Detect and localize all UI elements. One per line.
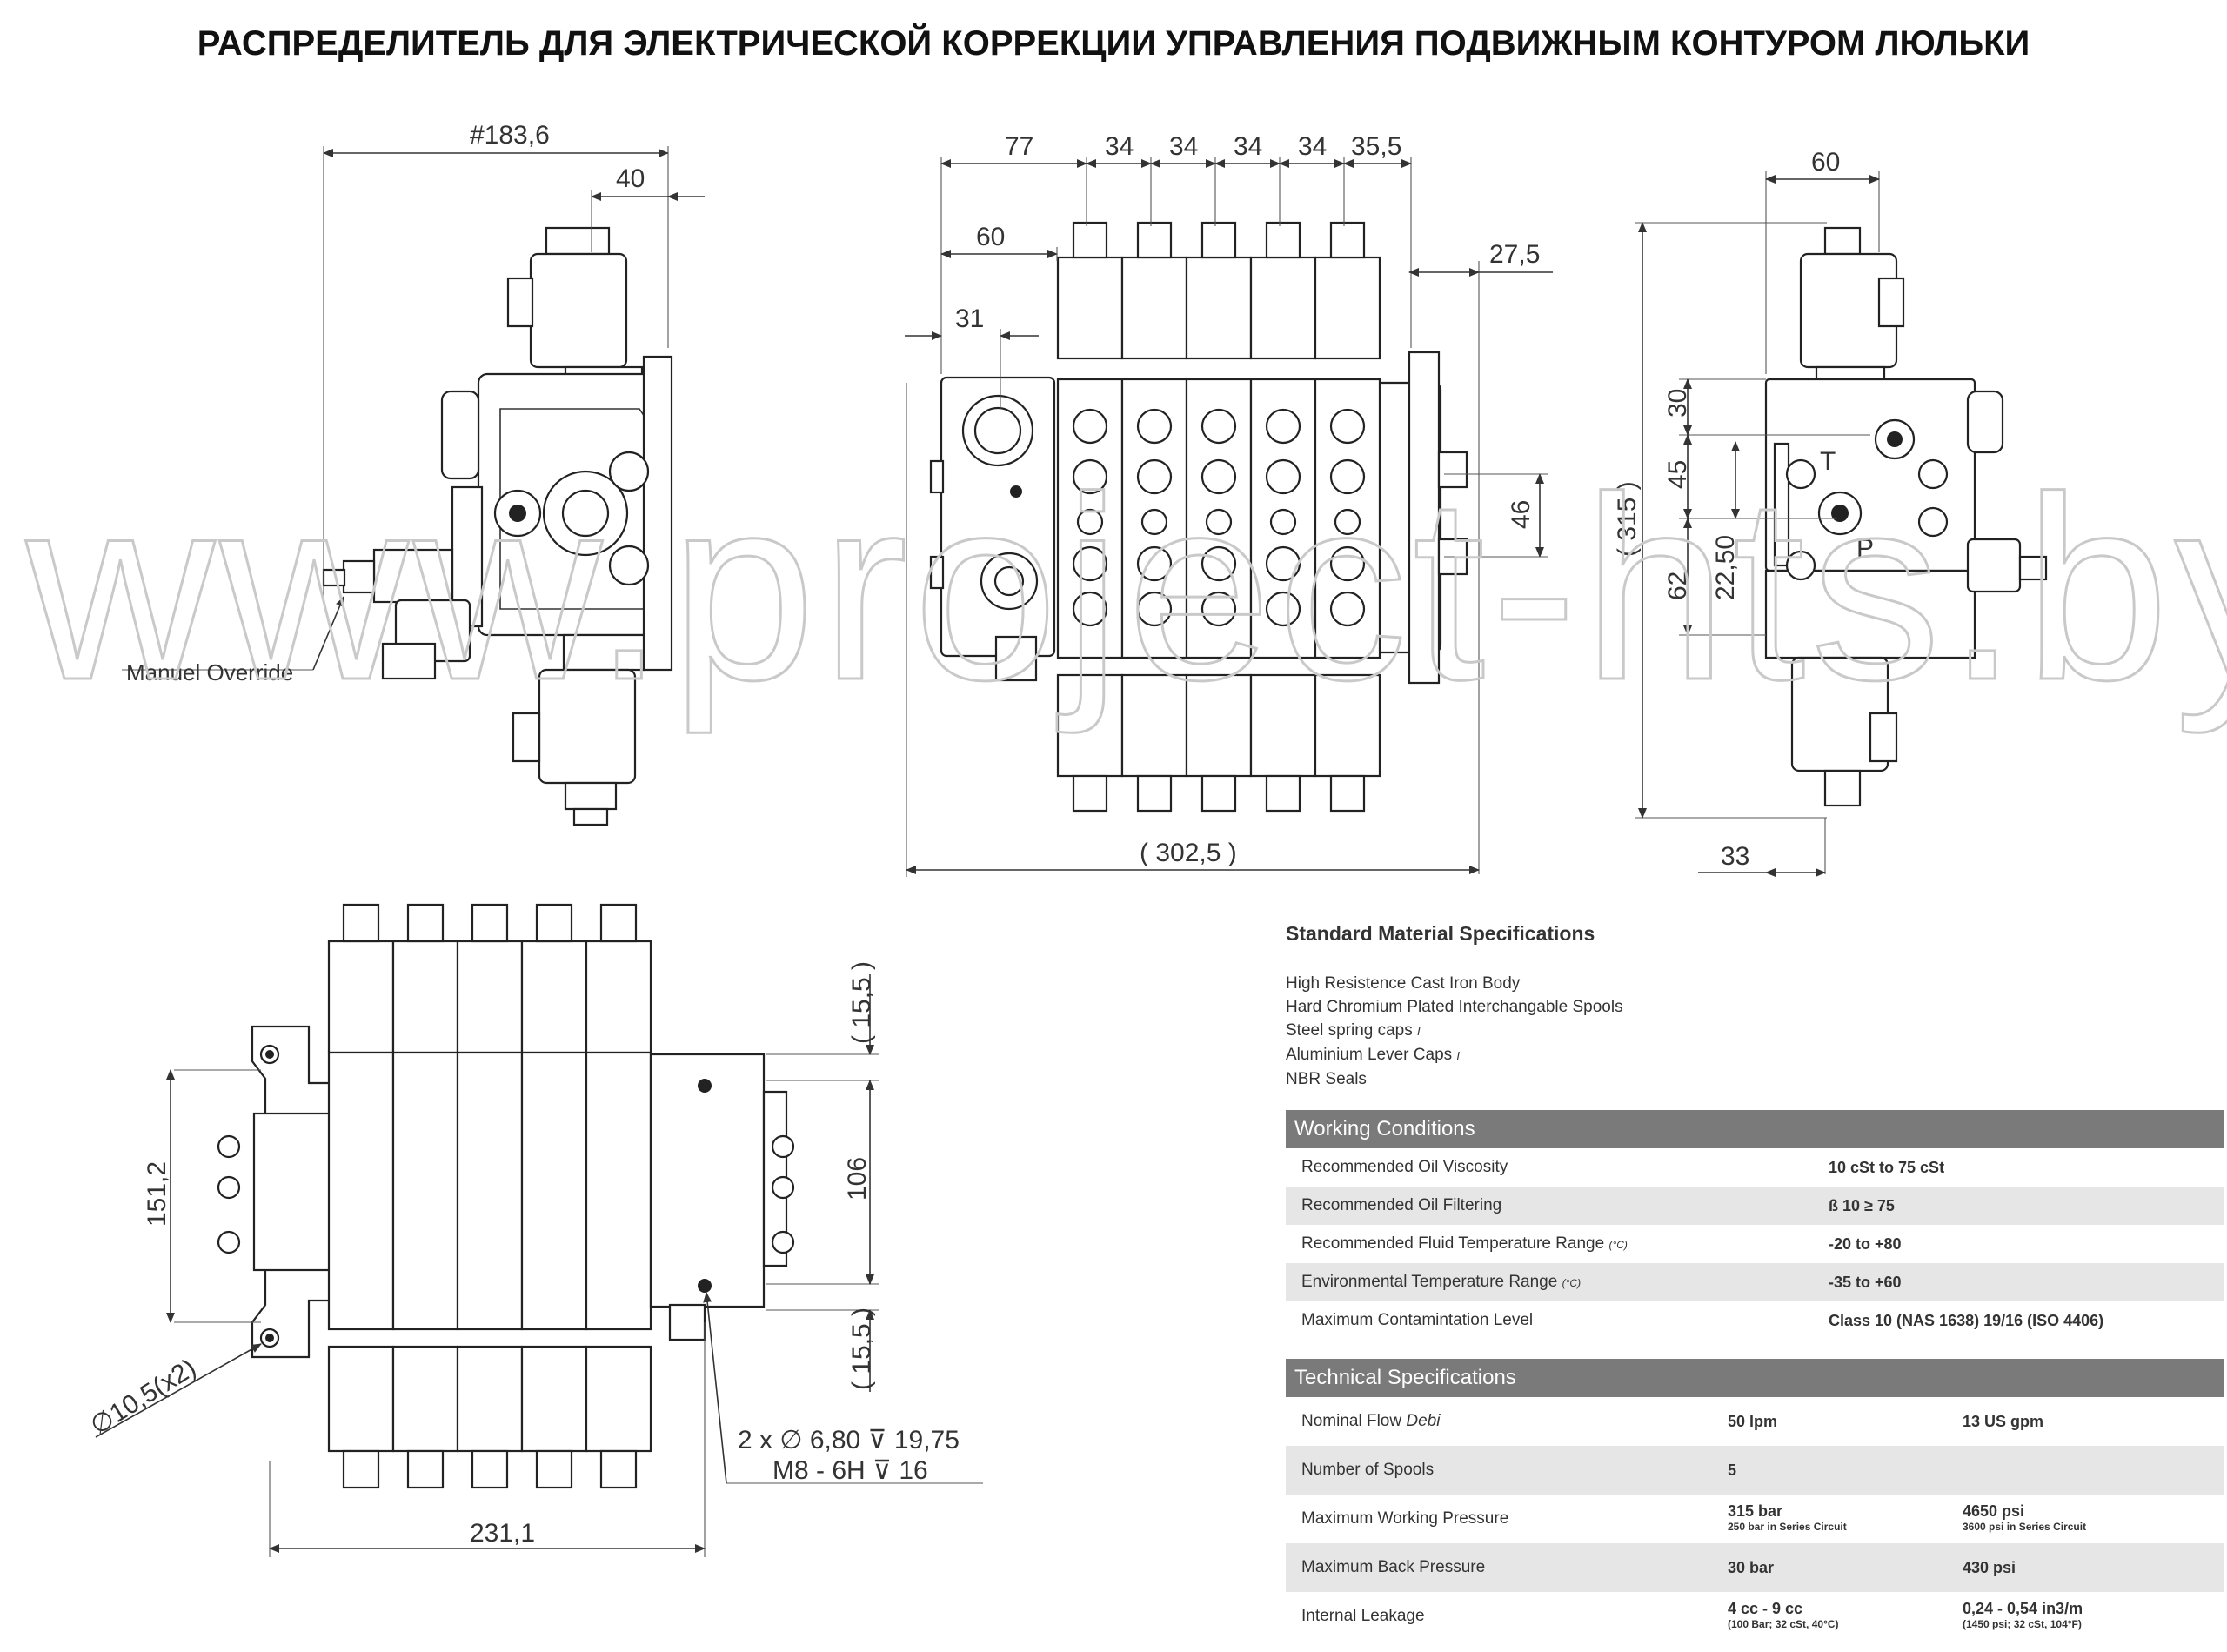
plan-dim-151-2: 151,2 bbox=[143, 1161, 171, 1227]
plan-dim-231-1: 231,1 bbox=[470, 1519, 535, 1548]
front-dim-34d: 34 bbox=[1298, 132, 1327, 161]
spec-row: Recommended Fluid Temperature Range (°C)… bbox=[1301, 1234, 1902, 1253]
plan-dim-106: 106 bbox=[843, 1157, 872, 1201]
end-dim-315: ( 315 ) bbox=[1613, 481, 1642, 557]
plan-dim-15-5-top: ( 15,5 ) bbox=[847, 961, 876, 1044]
watermark: www.project-hts.by bbox=[22, 442, 2227, 736]
spec-panel: Standard Material Specifications High Re… bbox=[1286, 922, 2224, 1641]
plan-spool-sections bbox=[327, 903, 652, 1489]
end-view bbox=[1635, 171, 2048, 877]
plan-dim-hole: ∅10,5(x2) bbox=[85, 1354, 201, 1441]
material-line: Steel spring caps I bbox=[1286, 1021, 1421, 1040]
side-dim-overall: #183,6 bbox=[470, 121, 550, 150]
thread-spec-line2: M8 - 6H ⊽ 16 bbox=[772, 1456, 928, 1485]
front-view bbox=[905, 157, 1553, 877]
material-line: NBR Seals bbox=[1286, 1070, 1367, 1088]
end-dim-45: 45 bbox=[1663, 460, 1692, 489]
end-dim-60: 60 bbox=[1811, 148, 1840, 177]
end-dim-33: 33 bbox=[1721, 842, 1749, 871]
front-dim-46: 46 bbox=[1507, 500, 1535, 529]
working-conditions-heading: Working Conditions bbox=[1286, 1110, 2224, 1148]
front-dim-31: 31 bbox=[955, 304, 984, 333]
page-title: РАСПРЕДЕЛИТЕЛЬ ДЛЯ ЭЛЕКТРИЧЕСКОЙ КОРРЕКЦ… bbox=[197, 24, 2030, 63]
end-dim-62: 62 bbox=[1663, 572, 1692, 600]
front-dim-34b: 34 bbox=[1169, 132, 1198, 161]
front-dim-34c: 34 bbox=[1234, 132, 1262, 161]
side-dim-40: 40 bbox=[616, 164, 645, 193]
end-dim-22-50: 22,50 bbox=[1711, 535, 1740, 600]
spec-row: Environmental Temperature Range (°C)-35 … bbox=[1286, 1263, 2224, 1301]
port-t-label: T bbox=[1820, 447, 1836, 476]
thread-spec-line1: 2 x ∅ 6,80 ⊽ 19,75 bbox=[738, 1426, 960, 1455]
front-dim-35-5: 35,5 bbox=[1351, 132, 1401, 161]
manual-override-label: Manuel Override bbox=[126, 659, 293, 686]
plan-view bbox=[95, 903, 983, 1557]
tech-row: Internal Leakage 4 cc - 9 cc(100 Bar; 32… bbox=[1301, 1600, 2083, 1630]
front-dim-27-5: 27,5 bbox=[1489, 240, 1540, 269]
tech-row: Nominal Flow Debi 50 lpm 13 US gpm bbox=[1301, 1412, 2044, 1430]
port-p-label: P bbox=[1856, 534, 1874, 563]
material-line: High Resistence Cast Iron Body bbox=[1286, 974, 1521, 993]
tech-row: Maximum Back Pressure 30 bar 430 psi bbox=[1286, 1543, 2224, 1592]
front-dim-77: 77 bbox=[1005, 132, 1033, 161]
front-dim-34a: 34 bbox=[1105, 132, 1134, 161]
end-dim-30: 30 bbox=[1663, 389, 1692, 418]
front-dim-width: ( 302,5 ) bbox=[1140, 839, 1237, 867]
material-line: Hard Chromium Plated Interchangable Spoo… bbox=[1286, 998, 1623, 1016]
front-dim-60: 60 bbox=[976, 223, 1005, 251]
tech-row: Number of Spools 5 bbox=[1286, 1446, 2224, 1495]
plan-dim-15-5-bottom: ( 15,5 ) bbox=[847, 1308, 876, 1390]
material-line: Aluminium Lever Caps I bbox=[1286, 1046, 1461, 1064]
side-view bbox=[122, 146, 705, 826]
technical-specifications-heading: Technical Specifications bbox=[1286, 1359, 2224, 1397]
front-spool-sections bbox=[1056, 221, 1381, 813]
material-list: High Resistence Cast Iron Body Hard Chro… bbox=[1286, 972, 2224, 1091]
material-heading: Standard Material Specifications bbox=[1286, 922, 1595, 945]
